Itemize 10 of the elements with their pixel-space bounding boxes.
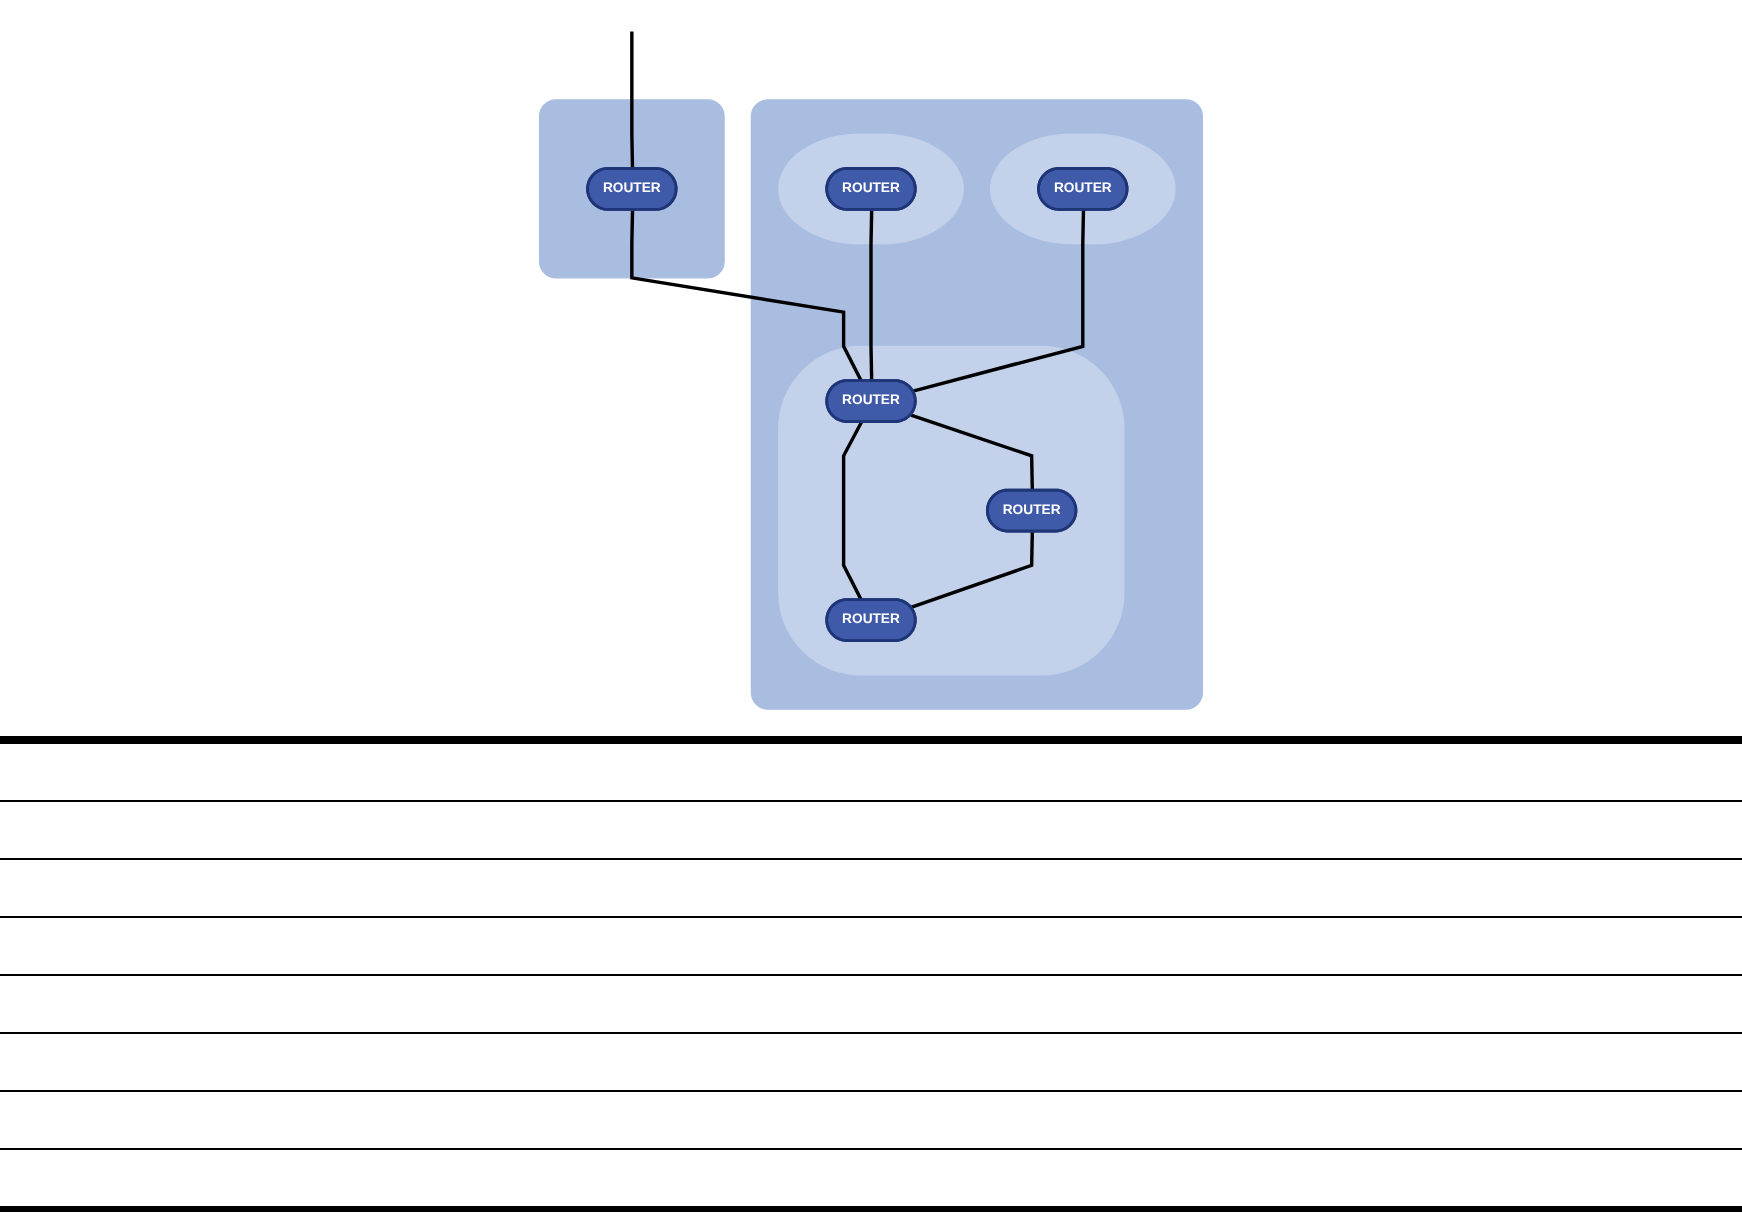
connector: [630, 31, 635, 170]
connector: [910, 531, 1035, 609]
connector: [869, 210, 874, 382]
connector: [910, 413, 1035, 491]
connector: [841, 421, 863, 601]
connector: [630, 210, 863, 382]
cluster: [750, 99, 1204, 710]
cluster: [778, 345, 1125, 676]
connector: [912, 210, 1086, 393]
cluster: [538, 99, 725, 279]
